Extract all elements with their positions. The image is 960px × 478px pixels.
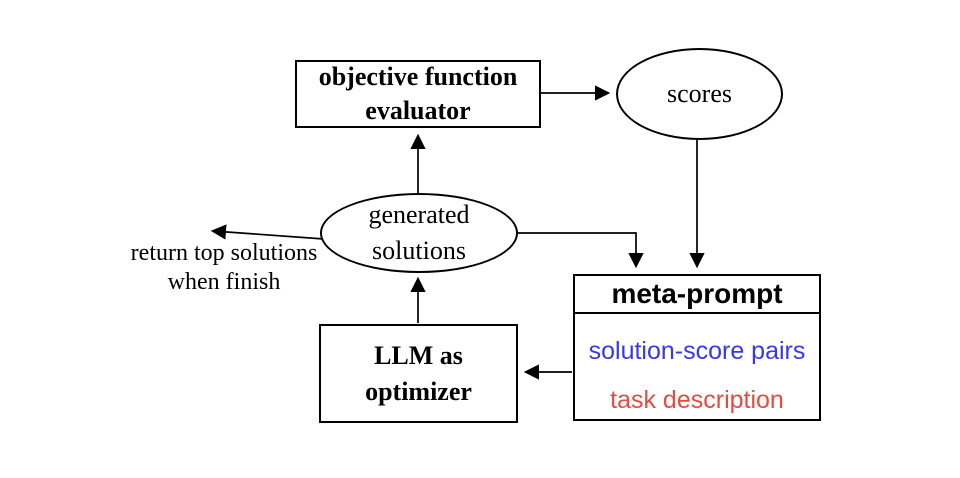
llm-as-optimizer-box: LLM as optimizer <box>319 324 518 423</box>
scores-ellipse: scores <box>616 48 783 140</box>
return-top-solutions-note: return top solutions when finish <box>130 240 318 295</box>
objective-function-evaluator-box: objective function evaluator <box>295 60 541 128</box>
objective-function-evaluator-label: objective function evaluator <box>318 62 518 125</box>
meta-prompt-box: meta-prompt solution-score pairs task de… <box>573 274 821 421</box>
scores-label: scores <box>667 79 732 108</box>
generated-solutions-ellipse: generated solutions <box>320 193 518 273</box>
arrow-solutions-to-return <box>210 224 325 240</box>
meta-prompt-body: solution-score pairs task description <box>575 314 819 415</box>
task-description-label: task description <box>610 386 784 414</box>
solution-score-pairs-label: solution-score pairs <box>588 337 806 365</box>
generated-solutions-label: generated solutions <box>368 200 470 265</box>
meta-prompt-title: meta-prompt <box>575 276 819 314</box>
arrow-solutions-to-metaprompt <box>516 232 644 269</box>
llm-as-optimizer-label: LLM as optimizer <box>365 340 472 406</box>
